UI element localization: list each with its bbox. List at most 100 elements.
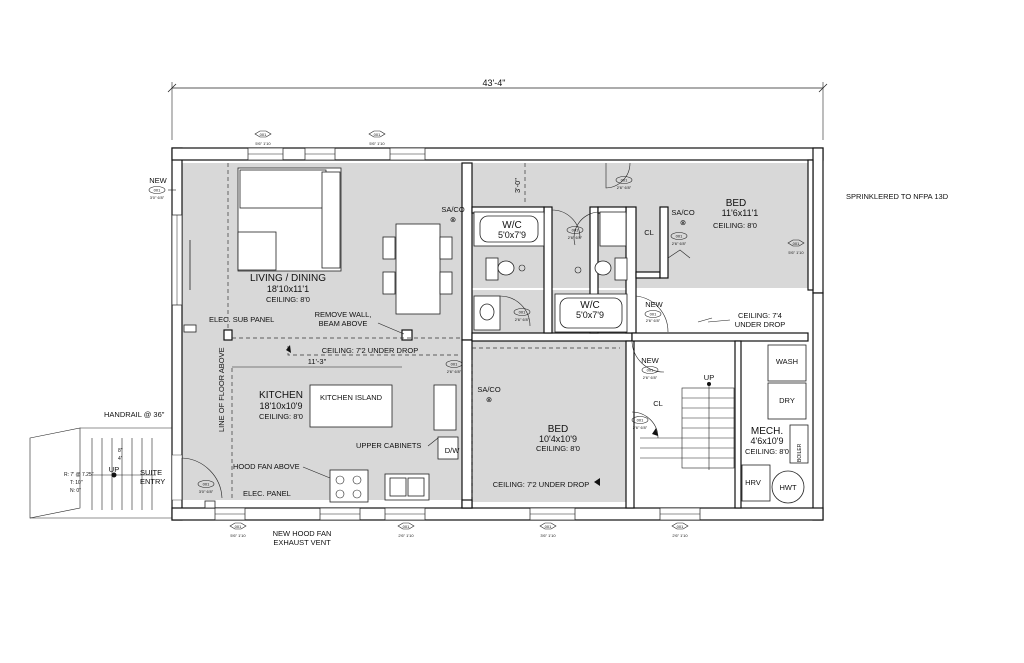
bed1-size: 11'6x11'1 (722, 208, 759, 218)
kitchen-island-label: KITCHEN ISLAND (319, 393, 383, 402)
dimension-11-3: 11'-3" (308, 357, 327, 366)
leader-arrows (168, 189, 713, 486)
upper-cabinets-note: UPPER CABINETS (356, 441, 421, 450)
door-tag: 001 3'0" 6'8" (148, 186, 166, 200)
suite-entry-note-1: SUITE (140, 468, 162, 477)
bed1-ceiling: CEILING: 8'0 (713, 221, 757, 230)
wc1-size: 5'0x7'9 (498, 230, 526, 240)
closet-label-2: CL (653, 399, 663, 408)
stair-tread-note: T: 10" (70, 480, 83, 486)
door-tag-size: 2'6" 6'8" (646, 318, 661, 323)
door-tag-code: 001 (203, 482, 210, 487)
fixture-labels: CL CL D/W WASH DRY BOILER HRV HWT UP UP … (109, 176, 803, 492)
window-tags: 001 5'6" 1'10 001 5'6" 1'10 001 5'6" 1'1… (229, 130, 805, 538)
kitchen-fixtures (183, 324, 459, 509)
dimension-8: 8" (118, 448, 123, 454)
saco-label-1: SA/CO (441, 205, 465, 214)
door-tag: 001 3'0" 6'8" (197, 480, 215, 494)
dimension-3-0: 3'-0" (513, 178, 522, 193)
door-tags: 001 3'0" 6'8" 001 2'6" 6'8" 001 2'6" 6'8… (148, 176, 688, 494)
kitchen-name: KITCHEN (259, 390, 303, 401)
window-tag-size: 5'6" 1'10 (230, 533, 246, 538)
stair-nosing-note: N: 0" (70, 488, 81, 494)
window-tag-code: 001 (374, 132, 381, 137)
bed2-ceiling: CEILING: 8'0 (536, 444, 580, 453)
dryer-label: DRY (779, 396, 795, 405)
hood-fan-note: HOOD FAN ABOVE (233, 462, 300, 471)
window-tag-code: 001 (677, 524, 684, 529)
door-tag: 001 2'6" 6'8" (641, 366, 659, 380)
wc2-name: W/C (580, 300, 599, 311)
window-tag-code: 001 (793, 241, 800, 246)
door-tag-code: 001 (637, 418, 644, 423)
ceiling-drop-note-3b: UNDER DROP (735, 320, 785, 329)
closet-label-1: CL (644, 228, 654, 237)
wc-fixtures (473, 211, 628, 333)
kitchen-ceiling: CEILING: 8'0 (259, 412, 303, 421)
dishwasher-label: D/W (445, 446, 461, 455)
door-tag-code: 001 (572, 228, 579, 233)
window-tag: 001 5'6" 1'10 (229, 522, 247, 538)
window-tag-code: 001 (260, 132, 267, 137)
window-tag: 001 2'6" 1'10 (397, 522, 415, 538)
window-tag-size: 5'6" 1'10 (788, 250, 804, 255)
new-label-2: NEW (645, 300, 663, 309)
door-tag: 001 2'6" 6'8" (615, 176, 633, 190)
elec-panel-note: ELEC. PANEL (243, 489, 291, 498)
kitchen-island-box: KITCHEN ISLAND (319, 393, 383, 402)
remove-wall-note-1: REMOVE WALL, (315, 310, 372, 319)
door-tag-code: 001 (647, 368, 654, 373)
hood-vent-note-1: NEW HOOD FAN (273, 529, 332, 538)
wc1-name: W/C (502, 220, 521, 231)
dashed-lines (227, 163, 620, 500)
room-labels: LIVING / DINING 18'10x11'1 CEILING: 8'0 … (250, 198, 789, 456)
entry-up-label: UP (109, 465, 119, 474)
hrv-label: HRV (745, 478, 761, 487)
door-tag: 001 2'6" 6'8" (513, 308, 531, 322)
stair-rise-note: R: 7' @ 7.25" (64, 472, 94, 478)
interior-stair (640, 382, 735, 470)
window-tag-code: 001 (235, 524, 242, 529)
smoke-detector-icon-2: ⊗ (680, 218, 686, 227)
handrail-note: HANDRAIL @ 36" (104, 410, 165, 419)
hwt-label: HWT (779, 483, 796, 492)
kitchen-size: 18'10x10'9 (260, 401, 303, 411)
bottom-windows (214, 507, 701, 521)
hood-vent-note-2: EXHAUST VENT (273, 538, 331, 547)
saco-label-2: SA/CO (671, 208, 695, 217)
living-furniture (237, 167, 453, 315)
elec-sub-panel-note: ELEC. SUB PANEL (209, 315, 274, 324)
door-tag-size: 3'0" 6'8" (199, 489, 214, 494)
door-tag: 001 2'6" 6'8" (631, 416, 649, 430)
mech-ceiling: CEILING: 8'0 (745, 447, 789, 456)
remove-wall-note-2: BEAM ABOVE (319, 319, 368, 328)
left-openings (171, 214, 223, 501)
door-tag-size: 2'6" 6'8" (643, 375, 658, 380)
interior-walls (223, 162, 809, 509)
window-tag-size: 5'6" 1'10 (255, 141, 271, 146)
door-tag-size: 2'6" 6'8" (515, 317, 530, 322)
door-tag-size: 2'6" 6'8" (617, 185, 632, 190)
suite-entry-note-2: ENTRY (140, 477, 165, 486)
ceiling-drop-note-2: CEILING: 7'2 UNDER DROP (493, 480, 589, 489)
mech-name: MECH. (751, 426, 783, 437)
living-room-size: 18'10x11'1 (267, 284, 309, 294)
bed2-size: 10'4x10'9 (539, 434, 577, 444)
window-tag-code: 001 (545, 524, 552, 529)
door-tag: 001 2'6" 6'8" (566, 226, 584, 240)
door-tag-code: 001 (451, 362, 458, 367)
exterior-entry-stair (29, 427, 172, 519)
floor-fills (182, 163, 808, 502)
door-tag-size: 2'6" 6'8" (447, 369, 462, 374)
window-tag-size: 2'6" 1'10 (672, 533, 688, 538)
door-tag-code: 001 (650, 312, 657, 317)
window-tag: 001 3'6" 1'10 (539, 522, 557, 538)
ceiling-drop-note-1: CEILING: 7'2 UNDER DROP (322, 346, 418, 355)
plan-notes: ELEC. SUB PANEL REMOVE WALL, BEAM ABOVE … (64, 178, 785, 547)
smoke-detector-icon-1: ⊗ (450, 215, 456, 224)
window-tag: 001 2'6" 1'10 (671, 522, 689, 538)
top-windows (247, 147, 426, 161)
door-tag-size: 2'6" 6'8" (568, 235, 583, 240)
sprinkler-note: SPRINKLERED TO NFPA 13D (846, 192, 949, 201)
